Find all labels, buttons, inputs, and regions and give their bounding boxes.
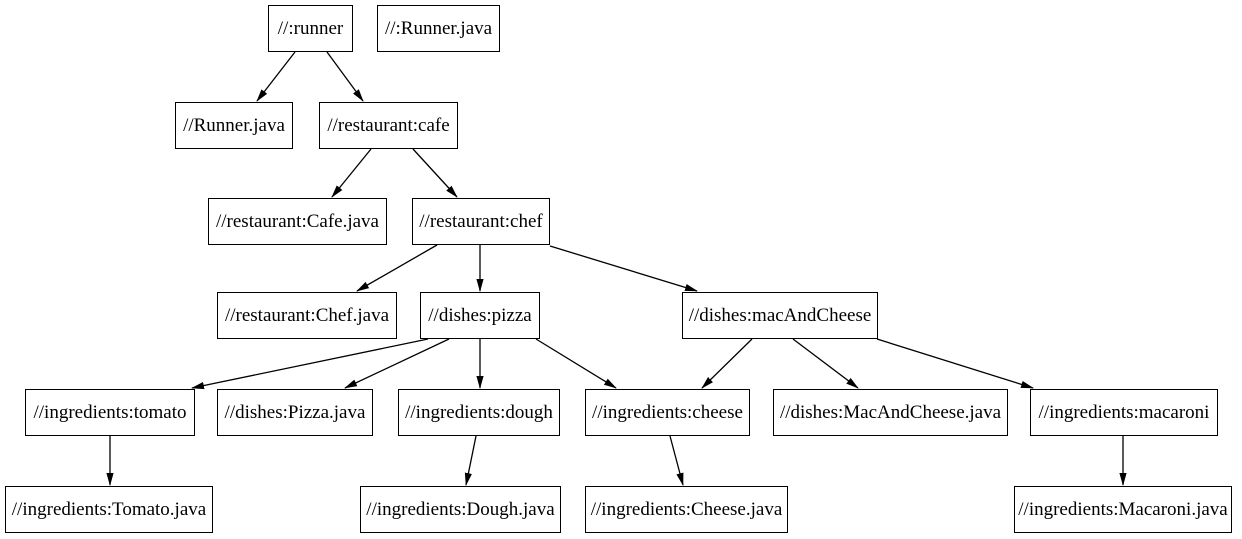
- node-label: //:runner: [277, 17, 344, 39]
- edge-pizza-to-tomato: [191, 338, 429, 390]
- graph-node-cafe: //restaurant:cafe: [319, 102, 458, 149]
- node-label: //restaurant:chef: [419, 210, 543, 232]
- node-label: //ingredients:Dough.java: [366, 498, 555, 520]
- node-label: //ingredients:dough: [405, 401, 553, 423]
- edge-chef-to-mac-and-cheese: [549, 245, 698, 292]
- edge-pizza-to-pizza-java: [344, 338, 450, 389]
- node-label: //dishes:MacAndCheese.java: [779, 401, 1002, 423]
- graph-node-macaroni-java: //ingredients:Macaroni.java: [1014, 486, 1232, 533]
- edge-runner-to-runner-java: [256, 51, 296, 102]
- graph-node-chef: //restaurant:chef: [412, 198, 550, 245]
- graph-node-runner: //:runner: [268, 5, 353, 52]
- node-label: //ingredients:macaroni: [1038, 401, 1210, 423]
- graph-node-pizza: //dishes:pizza: [420, 292, 540, 339]
- graph-node-pizza-java: //dishes:Pizza.java: [217, 389, 373, 436]
- node-label: //ingredients:Macaroni.java: [1018, 498, 1228, 520]
- edge-mac-and-cheese-to-mac-and-cheese-java: [792, 338, 859, 389]
- node-label: //ingredients:cheese: [592, 401, 743, 423]
- node-label: //ingredients:Cheese.java: [590, 498, 783, 520]
- node-label: //restaurant:cafe: [327, 114, 450, 136]
- edge-chef-to-chef-java: [356, 244, 438, 292]
- graph-node-chef-java: //restaurant:Chef.java: [217, 292, 397, 339]
- node-label: //ingredients:tomato: [33, 401, 187, 423]
- edge-runner-to-cafe: [326, 51, 364, 102]
- edge-cafe-to-chef: [412, 148, 458, 198]
- edge-pizza-to-cheese: [535, 338, 617, 389]
- edge-mac-and-cheese-to-cheese: [701, 338, 753, 389]
- edge-mac-and-cheese-to-macaroni: [876, 338, 1034, 389]
- graph-node-runner-java: //Runner.java: [175, 102, 293, 149]
- node-label: //dishes:Pizza.java: [224, 401, 366, 423]
- graph-node-tomato-java: //ingredients:Tomato.java: [5, 486, 213, 533]
- graph-node-runner-java-top: //:Runner.java: [377, 5, 500, 52]
- graph-node-mac-and-cheese-java: //dishes:MacAndCheese.java: [773, 389, 1008, 436]
- edge-cafe-to-cafe-java: [331, 148, 372, 198]
- edge-cheese-to-cheese-java: [669, 435, 684, 486]
- graph-node-mac-and-cheese: //dishes:macAndCheese: [682, 292, 878, 339]
- node-label: //:Runner.java: [384, 17, 493, 39]
- node-label: //restaurant:Chef.java: [224, 304, 390, 326]
- graph-node-cheese-java: //ingredients:Cheese.java: [585, 486, 788, 533]
- node-label: //dishes:macAndCheese: [688, 304, 872, 326]
- graph-node-cafe-java: //restaurant:Cafe.java: [208, 198, 387, 245]
- node-label: //dishes:pizza: [428, 304, 532, 326]
- node-label: //restaurant:Cafe.java: [215, 210, 379, 232]
- edge-dough-to-dough-java: [464, 435, 477, 486]
- graph-node-cheese: //ingredients:cheese: [585, 389, 750, 436]
- graph-node-dough: //ingredients:dough: [398, 389, 560, 436]
- graph-node-tomato: //ingredients:tomato: [25, 389, 195, 436]
- node-label: //ingredients:Tomato.java: [11, 498, 207, 520]
- graph-node-macaroni: //ingredients:macaroni: [1030, 389, 1218, 436]
- node-label: //Runner.java: [183, 114, 285, 136]
- graph-node-dough-java: //ingredients:Dough.java: [360, 486, 561, 533]
